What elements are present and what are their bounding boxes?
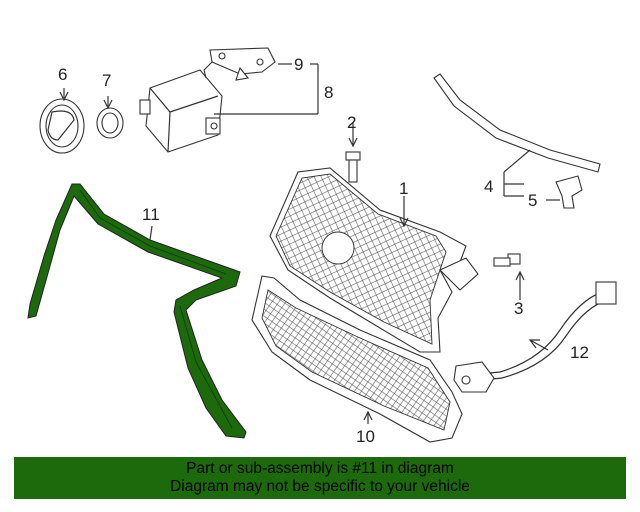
callout-12: 12 <box>570 343 589 362</box>
bracket-part <box>203 47 319 114</box>
bolt-part-2 <box>345 122 361 183</box>
clip-part-5 <box>546 175 583 209</box>
callout-4: 4 <box>484 177 493 196</box>
bolt-part-3 <box>493 253 525 300</box>
callout-10: 10 <box>356 427 375 446</box>
callout-8: 8 <box>324 83 333 102</box>
callout-11: 11 <box>142 205 160 224</box>
molding-part-4 <box>433 73 601 197</box>
callout-6: 6 <box>58 65 67 84</box>
grille-part-1 <box>269 167 479 353</box>
callout-1: 1 <box>399 179 408 198</box>
harness-part-12 <box>453 281 617 393</box>
callout-5: 5 <box>528 191 537 210</box>
banner-line-2: Diagram may not be specific to your vehi… <box>170 478 470 495</box>
callout-3: 3 <box>514 299 523 318</box>
callout-2: 2 <box>347 113 356 132</box>
lower-grille-part-10 <box>251 275 463 443</box>
parts-diagram: 1 2 3 4 5 6 7 8 9 10 11 12 <box>27 47 617 446</box>
info-banner: Part or sub-assembly is #11 in diagram D… <box>14 457 626 499</box>
seal-ring-part <box>96 96 124 139</box>
banner-line-1: Part or sub-assembly is #11 in diagram <box>186 460 454 477</box>
callout-9: 9 <box>294 55 303 74</box>
emblem-part <box>39 88 85 154</box>
molding-part-11 <box>27 183 247 439</box>
callout-7: 7 <box>102 71 111 90</box>
sensor-module-part <box>139 69 318 153</box>
